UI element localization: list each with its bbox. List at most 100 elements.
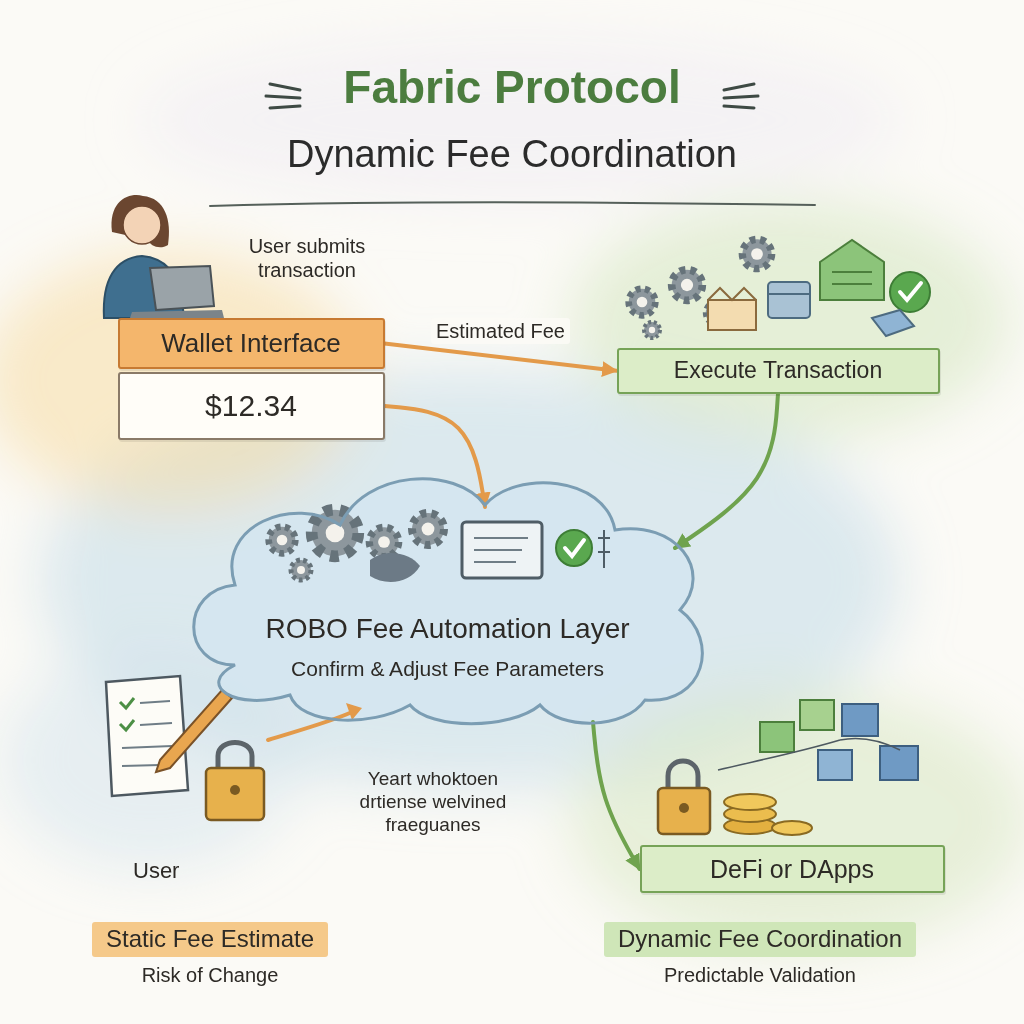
execute-gears-part: [672, 270, 703, 301]
node-heading: Dynamic Fee Coordination: [604, 922, 916, 957]
automation-gears-part: [370, 553, 420, 582]
defi-illustration-part: [772, 821, 812, 835]
execute-gears-part: [644, 322, 660, 338]
title-decoration-part: [270, 106, 300, 108]
title-decoration-part: [724, 84, 754, 90]
defi-illustration-part: [679, 803, 689, 813]
document-lock-part: [230, 785, 240, 795]
defi-illustration-part: [842, 704, 878, 736]
cloud-fill: [194, 479, 703, 724]
execute-gears-part: [708, 300, 756, 330]
title-decoration-part: [266, 96, 300, 98]
execute-gears-part: [768, 282, 810, 318]
defi-illustration-part: [760, 722, 794, 752]
process-box: Execute Transaction: [617, 348, 940, 394]
cloud-outline: [175, 450, 720, 730]
execute-gears-part: [900, 283, 921, 300]
note-label: User: [133, 858, 213, 884]
title-decoration-part: [210, 202, 815, 206]
user-figure-part: [112, 195, 170, 247]
process-box: DeFi or DApps: [640, 845, 945, 893]
note-label: User submits transaction: [232, 234, 382, 282]
defi-illustration-part: [668, 761, 698, 790]
node-heading: DeFi or DApps: [660, 854, 925, 884]
user-figure-part: [150, 266, 214, 310]
automation-gears-part: [291, 560, 311, 580]
edge-label: Estimated Fee: [431, 318, 570, 344]
execute-gears-part: [890, 272, 930, 312]
user-figure-part: [130, 310, 224, 318]
execute-gears-part: [832, 271, 872, 273]
document-lock-part: [120, 698, 134, 708]
connector-arrow: [593, 722, 640, 869]
summary-band: Static Fee EstimateRisk of Change: [60, 922, 360, 987]
document-lock-part: [140, 701, 170, 703]
diagram-title: Fabric Protocol: [0, 60, 1024, 115]
summary-band: Dynamic Fee CoordinationPredictable Vali…: [570, 922, 950, 987]
document-lock-part: [206, 768, 264, 820]
document-lock-part: [106, 676, 188, 796]
execute-gears-part: [742, 239, 771, 268]
watercolor-wash-part: [570, 200, 1010, 440]
document-lock-part: [122, 746, 172, 748]
watercolor-wash: [0, 40, 1024, 950]
defi-illustration-part: [818, 750, 852, 780]
defi-illustration-part: [880, 746, 918, 780]
document-lock-part: [156, 690, 232, 772]
automation-gears-part: [412, 513, 444, 545]
defi-illustration-part: [800, 700, 834, 730]
wallet-box: Wallet Interface: [118, 318, 385, 369]
execute-gears-part: [629, 289, 656, 316]
document-lock-part: [218, 743, 252, 771]
automation-gears-part: [603, 530, 605, 568]
execute-gears-part: [708, 288, 756, 300]
defi-illustration-part: [840, 738, 900, 750]
execute-gears-part: [872, 310, 914, 336]
automation-gears-part: [556, 530, 592, 566]
automation-gears: [269, 510, 610, 582]
title-decoration-part: [724, 96, 758, 98]
document-lock-part: [122, 765, 160, 766]
node-subtext: Confirm & Adjust Fee Parameters: [175, 656, 720, 681]
node-subtext: Predictable Validation: [570, 963, 950, 987]
connector-arrow: [385, 344, 617, 371]
cloud-layer: ROBO Fee Automation LayerConfirm & Adjus…: [175, 450, 720, 730]
defi-illustration: [658, 700, 918, 835]
note-label: Dynamic Fee Coordination: [0, 132, 1024, 178]
defi-illustration-part: [658, 788, 710, 834]
connector-arrow: [675, 394, 778, 548]
user-figure: [104, 195, 224, 318]
automation-gears-part: [598, 537, 610, 539]
automation-gears-part: [474, 537, 528, 539]
execute-gears-part: [768, 293, 810, 295]
automation-gears-part: [369, 527, 398, 556]
watercolor-wash-part: [570, 690, 1024, 950]
node-subtext: Risk of Change: [60, 963, 360, 987]
title-decoration-part: [270, 84, 300, 90]
cloud-fill-part: [194, 479, 703, 724]
automation-gears-part: [565, 540, 584, 556]
document-lock-part: [346, 703, 362, 720]
cloud-outline-path: [194, 479, 703, 724]
document-lock-part: [140, 723, 172, 725]
note-label: Yeart whoktoen drtiense welvined fraegua…: [338, 768, 528, 836]
node-heading: Wallet Interface: [138, 328, 365, 359]
automation-gears-part: [462, 522, 542, 578]
node-heading: Execute Transaction: [637, 357, 920, 385]
document-lock-part: [120, 720, 134, 730]
node-heading: $12.34: [138, 388, 365, 424]
document-lock-part: [268, 712, 352, 740]
defi-illustration-part: [718, 740, 840, 770]
title-decoration-part: [724, 106, 754, 108]
automation-gears-part: [474, 549, 522, 551]
execute-gears-part: [820, 240, 884, 300]
user-figure-part: [123, 206, 161, 244]
node-heading: ROBO Fee Automation Layer: [175, 612, 720, 646]
automation-gears-part: [474, 561, 516, 563]
node-heading: Static Fee Estimate: [92, 922, 328, 957]
execute-gears-part: [832, 283, 872, 285]
fee-amount-box: $12.34: [118, 372, 385, 440]
defi-illustration-part: [724, 794, 776, 810]
automation-gears-part: [269, 527, 296, 554]
